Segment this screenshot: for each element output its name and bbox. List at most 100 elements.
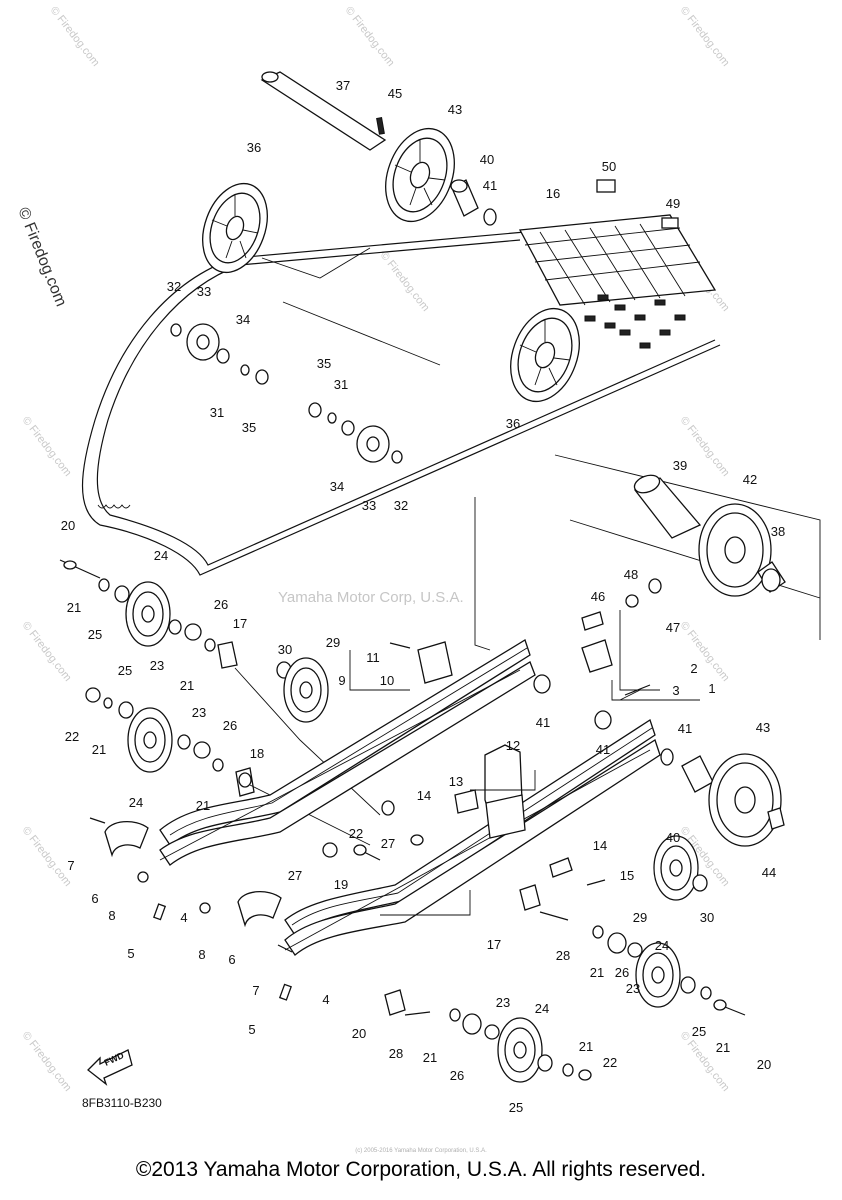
callout-36: 36 [506,416,520,431]
callout-1: 1 [708,681,715,696]
callout-21: 21 [180,678,194,693]
callout-29: 29 [633,910,647,925]
callout-41: 41 [678,721,692,736]
callout-38: 38 [771,524,785,539]
callout-36: 36 [247,140,261,155]
callout-20: 20 [352,1026,366,1041]
callout-30: 30 [278,642,292,657]
callout-25: 25 [88,627,102,642]
callout-21: 21 [423,1050,437,1065]
callout-15: 15 [620,868,634,883]
callout-21: 21 [590,965,604,980]
callout-49: 49 [666,196,680,211]
callout-3: 3 [672,683,679,698]
callout-34: 34 [236,312,250,327]
callout-5: 5 [127,946,134,961]
callout-20: 20 [61,518,75,533]
callout-40: 40 [666,830,680,845]
callout-26: 26 [450,1068,464,1083]
callout-41: 41 [536,715,550,730]
callout-32: 32 [394,498,408,513]
callout-31: 31 [334,377,348,392]
callout-32: 32 [167,279,181,294]
callout-24: 24 [129,795,143,810]
callout-23: 23 [192,705,206,720]
callout-16: 16 [546,186,560,201]
callout-30: 30 [700,910,714,925]
callout-13: 13 [449,774,463,789]
footer-copyright: ©2013 Yamaha Motor Corporation, U.S.A. A… [135,1158,707,1181]
track-clips [518,214,717,349]
callout-22: 22 [349,826,363,841]
watermark: © Firedog.com [20,824,74,888]
callout-48: 48 [624,567,638,582]
callout-39: 39 [673,458,687,473]
callout-24: 24 [655,938,669,953]
callout-7: 7 [67,858,74,873]
callout-23: 23 [626,981,640,996]
callout-14: 14 [593,838,607,853]
callout-22: 22 [603,1055,617,1070]
callout-26: 26 [214,597,228,612]
callout-33: 33 [362,498,376,513]
watermark: © Firedog.com [48,4,102,68]
callout-25: 25 [692,1024,706,1039]
callout-21: 21 [716,1040,730,1055]
rear-idler-group [474,454,821,651]
forward-arrow: FWD [87,1049,133,1086]
callout-41: 41 [596,742,610,757]
callout-14: 14 [417,788,431,803]
callout-6: 6 [228,952,235,967]
callout-42: 42 [743,472,757,487]
callout-12: 12 [506,738,520,753]
side-watermark: © Firedog.com [14,205,69,309]
callout-21: 21 [196,798,210,813]
callout-29: 29 [326,635,340,650]
callout-27: 27 [288,868,302,883]
callout-46: 46 [591,589,605,604]
left-wheel-group [59,559,381,846]
slide-rail-right [284,710,661,956]
callout-4: 4 [322,992,329,1007]
callout-40: 40 [480,152,494,167]
callout-23: 23 [496,995,510,1010]
callout-21: 21 [579,1039,593,1054]
callout-22: 22 [65,729,79,744]
center-hardware [238,744,606,886]
callout-21: 21 [92,742,106,757]
callout-2: 2 [690,661,697,676]
rear-axle-group [170,71,679,464]
watermark: © Firedog.com [343,4,397,68]
callout-24: 24 [535,1001,549,1016]
callout-25: 25 [509,1100,523,1115]
watermark: © Firedog.com [20,1029,74,1093]
callout-35: 35 [317,356,331,371]
callout-45: 45 [388,86,402,101]
callout-21: 21 [67,600,81,615]
slide-rail-left [159,639,551,866]
callout-18: 18 [250,746,264,761]
watermark: © Firedog.com [678,619,732,683]
callout-28: 28 [389,1046,403,1061]
callout-5: 5 [248,1022,255,1037]
callout-37: 37 [336,78,350,93]
watermark: © Firedog.com [678,4,732,68]
callout-26: 26 [223,718,237,733]
callout-4: 4 [180,910,187,925]
callout-8: 8 [108,908,115,923]
watermark: © Firedog.com [20,619,74,683]
callout-6: 6 [91,891,98,906]
center-watermark: Yamaha Motor Corp, U.S.A. [278,589,464,606]
callout-47: 47 [666,620,680,635]
rail-front-parts [89,817,293,1001]
callout-17: 17 [487,937,501,952]
part-labels: 37 45 43 36 40 41 50 16 49 32 33 34 31 3… [61,78,785,1115]
track-belt [81,214,721,576]
callout-20: 20 [757,1057,771,1072]
callout-10: 10 [380,673,394,688]
callout-9: 9 [338,673,345,688]
callout-24: 24 [154,548,168,563]
callout-44: 44 [762,865,776,880]
callout-19: 19 [334,877,348,892]
